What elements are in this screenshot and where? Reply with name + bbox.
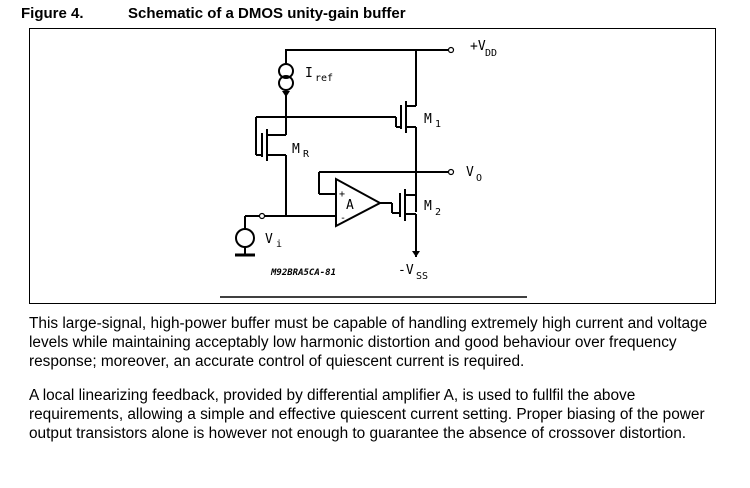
iref-source-lower: [278, 75, 294, 91]
figure-number: Figure 4.: [21, 5, 84, 22]
m2-label: M: [424, 199, 432, 214]
iref-sub: ref: [315, 73, 333, 84]
figure-caption: Figure 4. Schematic of a DMOS unity-gain …: [21, 5, 406, 22]
schematic-code: M92BRA5CA-81: [270, 268, 336, 278]
schematic-frame: +V DD I ref M 1 M R V O + - A M 2 V i M9…: [29, 28, 716, 304]
iref-source-upper: [278, 63, 294, 79]
paragraph-1: This large-signal, high-power buffer mus…: [29, 315, 708, 370]
vi-source: [235, 228, 255, 248]
vdd-terminal: [447, 46, 455, 54]
iref-label: I: [305, 66, 313, 81]
mr-label: M: [292, 142, 300, 157]
m1-label: M: [424, 112, 432, 127]
vi-sub: i: [276, 239, 282, 250]
paragraph-2: A local linearizing feedback, provided b…: [29, 387, 705, 442]
vi-label: V: [265, 232, 273, 247]
vdd-label: +V: [470, 39, 486, 54]
m1-sub: 1: [435, 119, 441, 130]
mr-sub: R: [303, 149, 310, 160]
amp-label: A: [346, 198, 354, 213]
vo-terminal: [447, 168, 455, 176]
amp-a-triangle: [335, 177, 383, 228]
schematic-diagram: +V DD I ref M 1 M R V O + - A M 2 V i M9…: [220, 39, 527, 298]
vo-label: V: [466, 165, 474, 180]
vdd-sub: DD: [485, 48, 497, 59]
m2-sub: 2: [435, 207, 441, 218]
vo-sub: O: [476, 173, 482, 184]
figure-title: Schematic of a DMOS unity-gain buffer: [128, 5, 406, 22]
vss-sub: SS: [416, 271, 428, 282]
amp-plus: +: [339, 189, 345, 200]
amp-minus: -: [340, 213, 346, 224]
vss-label: -V: [398, 263, 414, 278]
